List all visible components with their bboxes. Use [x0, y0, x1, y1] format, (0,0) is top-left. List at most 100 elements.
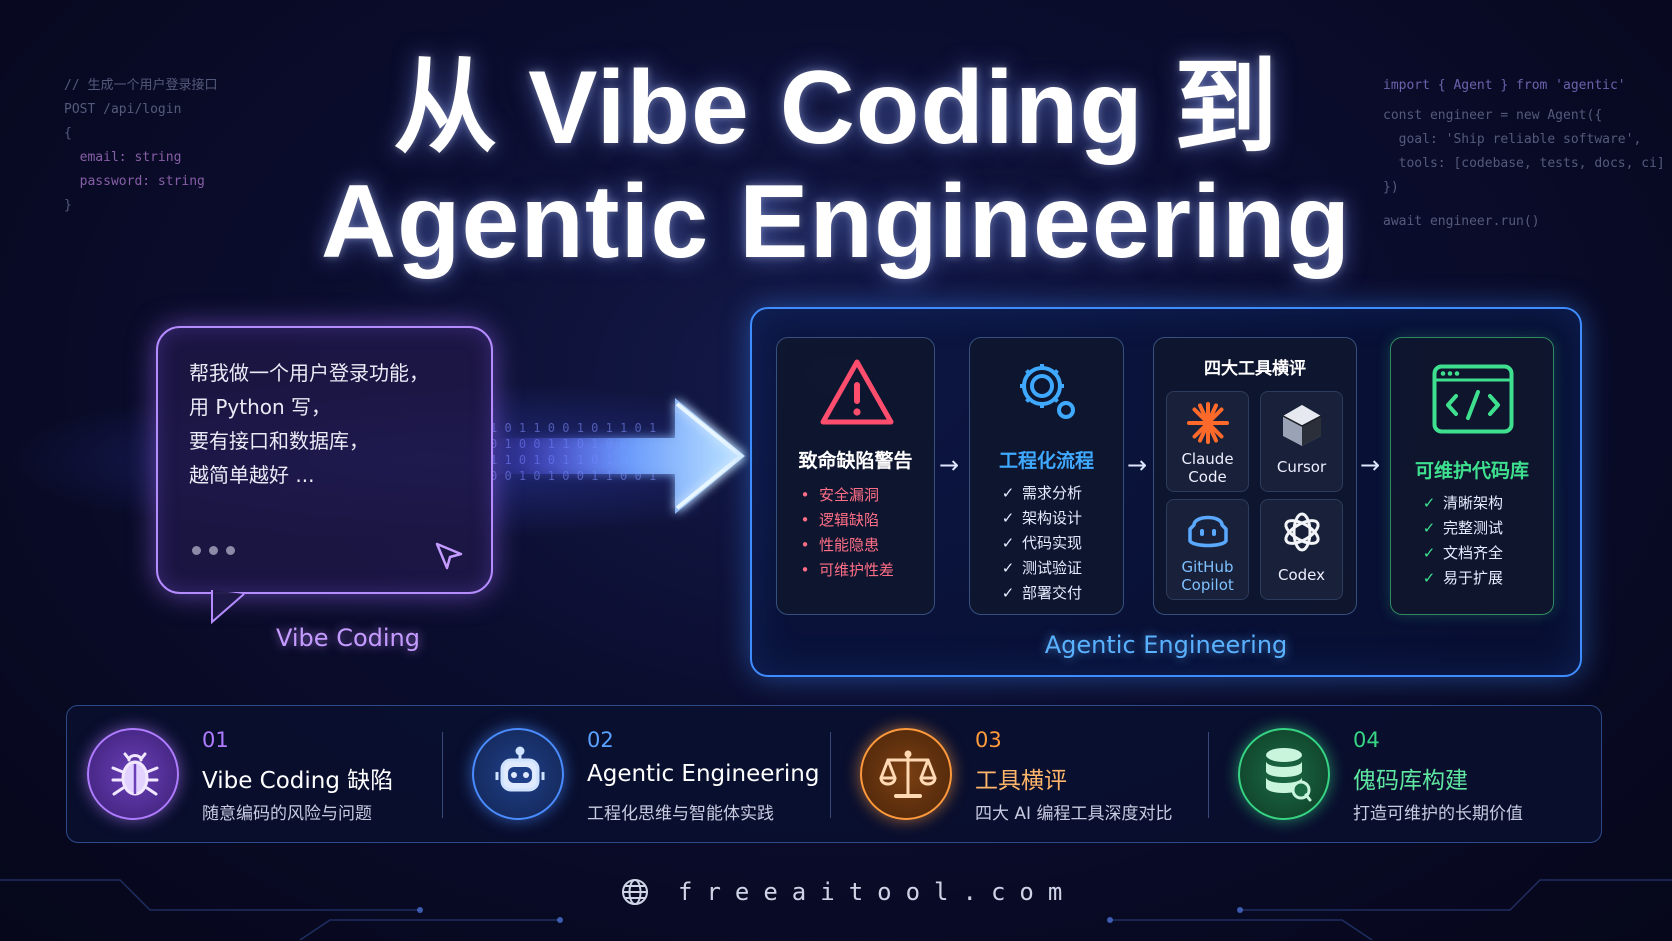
agentic-engineering-panel: 致命缺陷警告 •安全漏洞 •逻辑缺陷 •性能隐患 •可维护性差 → 工程化流程 …: [750, 307, 1582, 677]
warning-list: •安全漏洞 •逻辑缺陷 •性能隐患 •可维护性差: [795, 483, 952, 583]
code-line: // 生成一个用户登录接口: [64, 78, 218, 93]
check-icon: ✓: [1001, 584, 1015, 602]
prompt-text: 帮我做一个用户登录功能， 用 Python 写， 要有接口和数据库， 越简单越好…: [189, 356, 429, 492]
warning-triangle-icon: [820, 359, 894, 425]
topic-number: 03: [975, 728, 1002, 752]
topic-subtitle: 工程化思维与智能体实践: [587, 804, 774, 824]
topic-icon-circle: [472, 728, 564, 820]
list-item: ✓需求分析: [998, 481, 1151, 506]
topic-number: 02: [587, 728, 614, 752]
code-line: email: string: [64, 150, 182, 165]
tool-github-copilot: GitHub Copilot: [1166, 499, 1249, 600]
transition-arrow-icon: [495, 398, 745, 514]
prompt-line: 越简单越好 ...: [189, 463, 315, 487]
openai-knot-icon: [1283, 512, 1320, 552]
typing-dots-icon: [192, 546, 235, 555]
code-line: }: [64, 198, 72, 213]
arrow-right-icon: →: [1360, 451, 1381, 479]
topic-subtitle: 打造可维护的长期价值: [1353, 804, 1523, 824]
list-item: •逻辑缺陷: [800, 511, 880, 529]
code-line: password: string: [64, 174, 205, 189]
topic-item: 01 Vibe Coding 缺陷 随意编码的风险与问题: [67, 706, 442, 844]
repo-list: ✓清晰架构 ✓完整测试 ✓文档齐全 ✓易于扩展: [1419, 491, 1581, 591]
code-line: import { Agent } from 'agentic': [1383, 78, 1626, 93]
title-line-2: Agentic Engineering: [320, 164, 1352, 280]
topic-subtitle: 随意编码的风险与问题: [202, 804, 372, 824]
tool-codex: Codex: [1260, 499, 1343, 600]
topic-item: 04 傀码库构建 打造可维护的长期价值: [1218, 706, 1598, 844]
topic-icon-circle: [87, 728, 179, 820]
divider: [1208, 732, 1209, 818]
flow-list: ✓需求分析 ✓架构设计 ✓代码实现 ✓测试验证 ✓部署交付: [998, 481, 1151, 606]
topic-number: 01: [202, 728, 229, 752]
repo-title: 可维护代码库: [1414, 460, 1529, 482]
check-icon: ✓: [1001, 484, 1015, 502]
robot-icon: [495, 746, 545, 792]
footer-url[interactable]: freeaitool.com: [678, 878, 1077, 906]
flow-title: 工程化流程: [998, 450, 1094, 472]
list-item: •安全漏洞: [800, 486, 880, 504]
prompt-line: 帮我做一个用户登录功能，: [189, 361, 429, 385]
topics-bar: 01 Vibe Coding 缺陷 随意编码的风险与问题 02 Agentic …: [66, 705, 1602, 843]
list-item: •可维护性差: [800, 561, 895, 579]
topic-title: 傀码库构建: [1353, 768, 1468, 794]
balance-scale-icon: [879, 750, 937, 798]
database-icon: [1266, 748, 1312, 802]
list-item: ✓完整测试: [1419, 516, 1581, 541]
code-snippet-left: // 生成一个用户登录接口 POST /api/login { email: str…: [64, 74, 217, 218]
topic-icon-circle: [1238, 728, 1330, 820]
check-icon: ✓: [1422, 519, 1436, 537]
list-item: •性能隐患: [800, 536, 880, 554]
tool-name: Claude: [1181, 450, 1234, 468]
divider: [442, 732, 443, 818]
list-item: ✓易于扩展: [1419, 566, 1581, 591]
vibe-coding-prompt-bubble: 帮我做一个用户登录功能， 用 Python 写， 要有接口和数据库， 越简单越好…: [156, 326, 493, 594]
warning-title: 致命缺陷警告: [798, 450, 913, 472]
list-item: ✓架构设计: [998, 506, 1151, 531]
code-snippet-right: import { Agent } from 'agentic' const eng…: [1383, 74, 1665, 234]
tool-name: Cursor: [1276, 458, 1327, 476]
topic-icon-circle: [860, 728, 952, 820]
check-icon: ✓: [1422, 544, 1436, 562]
agentic-engineering-label: Agentic Engineering: [1044, 631, 1288, 659]
code-line: await engineer.run(): [1383, 214, 1540, 229]
list-item: ✓清晰架构: [1419, 491, 1581, 516]
footer: freeaitool.com: [620, 872, 1076, 912]
code-line: POST /api/login: [64, 102, 182, 117]
check-icon: ✓: [1001, 534, 1015, 552]
warning-card: 致命缺陷警告 •安全漏洞 •逻辑缺陷 •性能隐患 •可维护性差: [776, 337, 935, 615]
cursor-cube-icon: [1282, 405, 1321, 446]
code-line: goal: 'Ship reliable software',: [1383, 132, 1642, 147]
topic-subtitle: 四大 AI 编程工具深度对比: [975, 804, 1173, 824]
bubble-tail: [211, 590, 245, 625]
tools-comparison-card: 四大工具横评 Claude Code: [1153, 337, 1357, 615]
vibe-coding-label: Vibe Coding: [276, 624, 420, 652]
arrow-right-icon: →: [939, 451, 960, 479]
check-icon: ✓: [1422, 494, 1436, 512]
maintainable-repo-card: 可维护代码库 ✓清晰架构 ✓完整测试 ✓文档齐全 ✓易于扩展: [1390, 337, 1554, 615]
bug-icon: [111, 752, 159, 796]
topic-title: 工具横评: [975, 768, 1067, 794]
title-line-1: 从 Vibe Coding 到: [393, 50, 1279, 166]
list-item: ✓部署交付: [998, 581, 1151, 606]
tool-name: Code: [1188, 468, 1227, 486]
engineering-flow-card: 工程化流程 ✓需求分析 ✓架构设计 ✓代码实现 ✓测试验证 ✓部署交付: [969, 337, 1124, 615]
topic-item: 03 工具横评 四大 AI 编程工具深度对比: [840, 706, 1220, 844]
tool-claude-code: Claude Code: [1166, 391, 1249, 492]
gear-icon: [1020, 364, 1075, 419]
code-line: {: [64, 126, 72, 141]
list-item: ✓测试验证: [998, 556, 1151, 581]
copilot-robot-icon: [1187, 515, 1228, 548]
tools-grid: Claude Code Cursor GitHub C: [1166, 391, 1346, 600]
tool-name: GitHub: [1181, 558, 1234, 576]
arrow-right-icon: →: [1127, 451, 1148, 479]
claude-asterisk-icon: [1186, 402, 1229, 444]
send-cursor-icon: [435, 542, 463, 570]
topic-item: 02 Agentic Engineering 工程化思维与智能体实践: [452, 706, 832, 844]
divider: [830, 732, 831, 818]
code-line: const engineer = new Agent({: [1383, 108, 1603, 123]
check-icon: ✓: [1001, 559, 1015, 577]
tools-title: 四大工具横评: [1204, 359, 1306, 379]
list-item: ✓文档齐全: [1419, 541, 1581, 566]
check-icon: ✓: [1001, 509, 1015, 527]
